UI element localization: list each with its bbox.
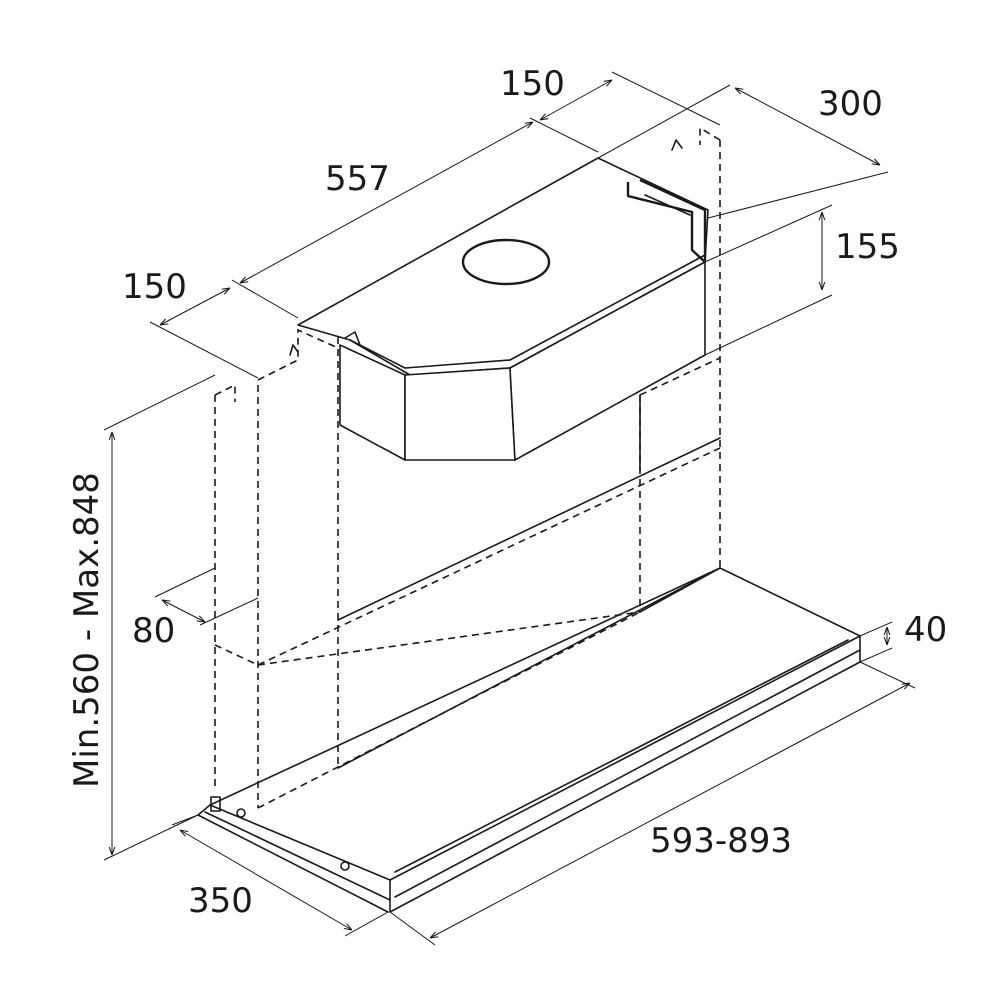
label-155: 155	[835, 227, 900, 267]
mounting-bracket	[210, 796, 221, 812]
back-wall-top-hook-left	[214, 383, 236, 402]
ext-line-width-a	[389, 911, 436, 946]
motor-upper-trim	[509, 254, 706, 361]
ext-line-40-a	[859, 621, 893, 637]
label-557: 557	[325, 159, 390, 199]
dim-line-width-range	[430, 683, 910, 938]
ext-line-350-a	[171, 814, 199, 826]
chimney-seam-solid	[337, 437, 721, 621]
ext-line-width-b	[859, 661, 916, 689]
chimney-bottom-front	[337, 567, 721, 769]
label-40: 40	[904, 610, 947, 650]
dimension-lines	[103, 71, 916, 946]
chimney-seam-dashed	[257, 611, 641, 666]
motor-clip-left	[344, 331, 361, 346]
label-150-left: 150	[122, 267, 187, 307]
mounting-screw-left	[236, 808, 246, 818]
motor-front-center-face	[404, 367, 516, 461]
ext-line-height-bottom	[103, 814, 199, 861]
ext-line-40-b	[859, 647, 893, 663]
ext-line-80-b	[199, 597, 259, 626]
dim-line-150-top	[540, 80, 612, 120]
chimney-cover	[257, 325, 721, 809]
motor-center-trim	[404, 359, 511, 369]
mounting-screw-right	[340, 861, 350, 871]
ext-line-height-top	[103, 374, 216, 431]
ext-line-150-top-b	[529, 117, 599, 153]
label-width-range: 593-893	[650, 821, 792, 861]
label-150-top: 150	[500, 64, 565, 104]
back-wall-panel	[214, 126, 721, 790]
label-350: 350	[188, 881, 253, 921]
ext-line-300-b	[707, 171, 889, 219]
dim-line-80	[162, 600, 205, 622]
chimney-clip-left	[289, 344, 299, 356]
dim-line-557	[240, 122, 533, 283]
ext-line-155-a	[704, 204, 833, 263]
motor-right-flange	[626, 178, 707, 264]
dimension-labels: 150 300 557 150 155 Min.560 - Max.848 80…	[67, 64, 947, 921]
back-wall-lower-left	[214, 644, 259, 666]
chimney-top-right-join	[639, 357, 721, 396]
back-wall-top-hook-right	[699, 126, 721, 145]
dim-line-350	[180, 830, 352, 930]
ext-line-150-top-a	[611, 71, 721, 126]
dim-line-150-left	[160, 288, 230, 325]
dim-line-300	[735, 88, 880, 165]
label-height-range: Min.560 - Max.848	[67, 472, 107, 788]
ext-line-150-left-a	[149, 321, 259, 379]
ext-line-80-a	[154, 567, 216, 598]
ext-line-557-a	[231, 279, 299, 319]
ext-line-350-b	[344, 911, 389, 937]
label-80: 80	[132, 611, 175, 651]
chimney-top-left-step	[257, 328, 339, 381]
label-300: 300	[818, 84, 883, 124]
chimney-clip-right	[671, 139, 683, 151]
motor-flange-inner	[644, 194, 691, 216]
back-wall-lower-seam	[257, 447, 721, 666]
ext-line-300-a	[597, 84, 731, 159]
ext-line-155-b	[704, 294, 833, 356]
